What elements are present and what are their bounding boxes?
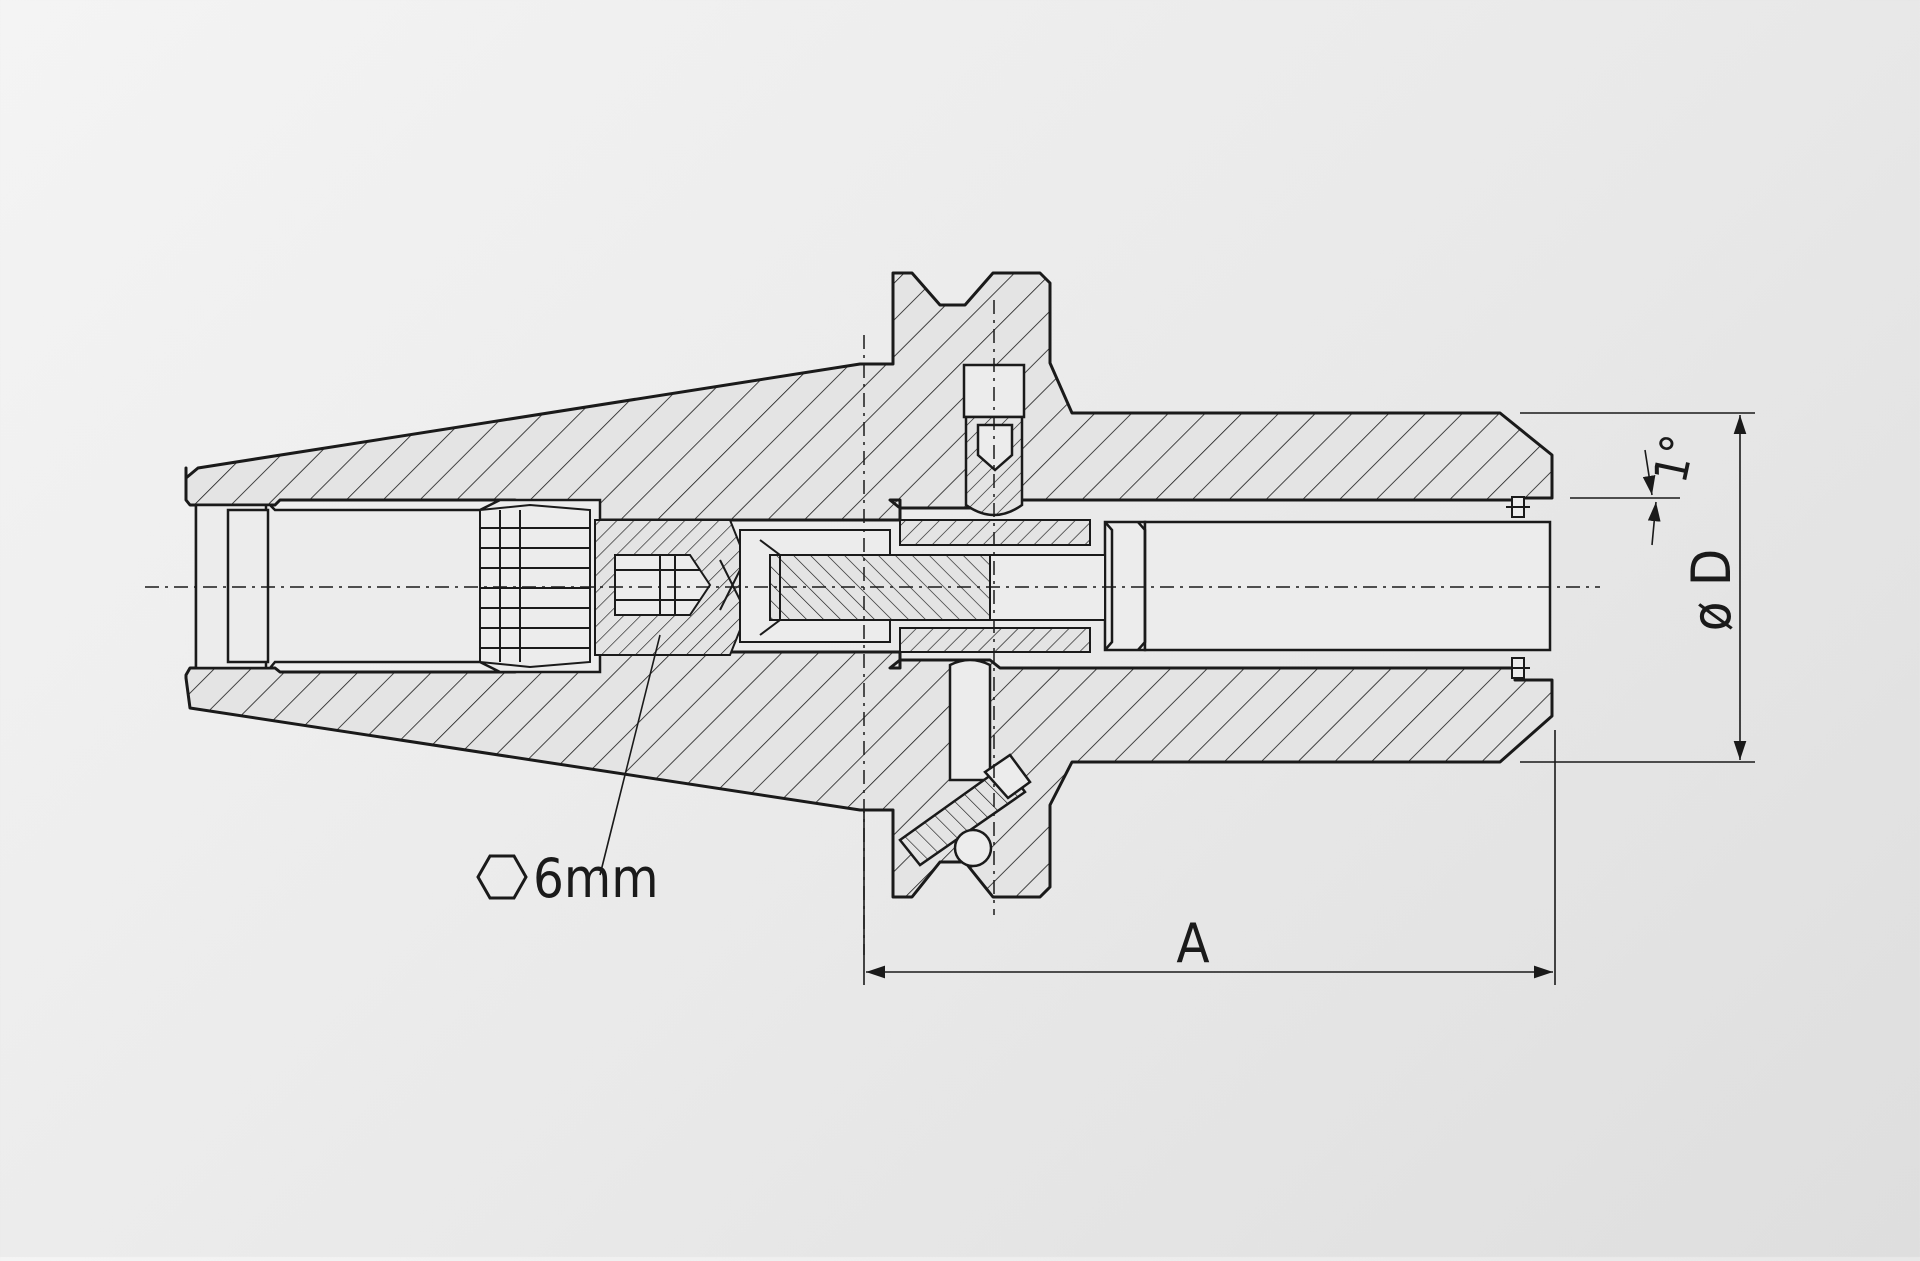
centerlines xyxy=(145,300,1600,955)
dimension-lines xyxy=(599,412,1755,985)
dimension-a-label: A xyxy=(1176,912,1209,975)
dimension-d-label: ø D xyxy=(1680,549,1743,632)
angle-label: 1° xyxy=(1643,430,1706,487)
hex-callout: 6mm xyxy=(476,847,659,910)
draw-rod xyxy=(739,519,1106,653)
hex-size-label: 6mm xyxy=(533,847,659,910)
hex-icon xyxy=(476,854,528,900)
bottom-screw xyxy=(898,658,1032,868)
pin-details xyxy=(1506,496,1530,679)
knurled-sleeve xyxy=(479,503,591,669)
